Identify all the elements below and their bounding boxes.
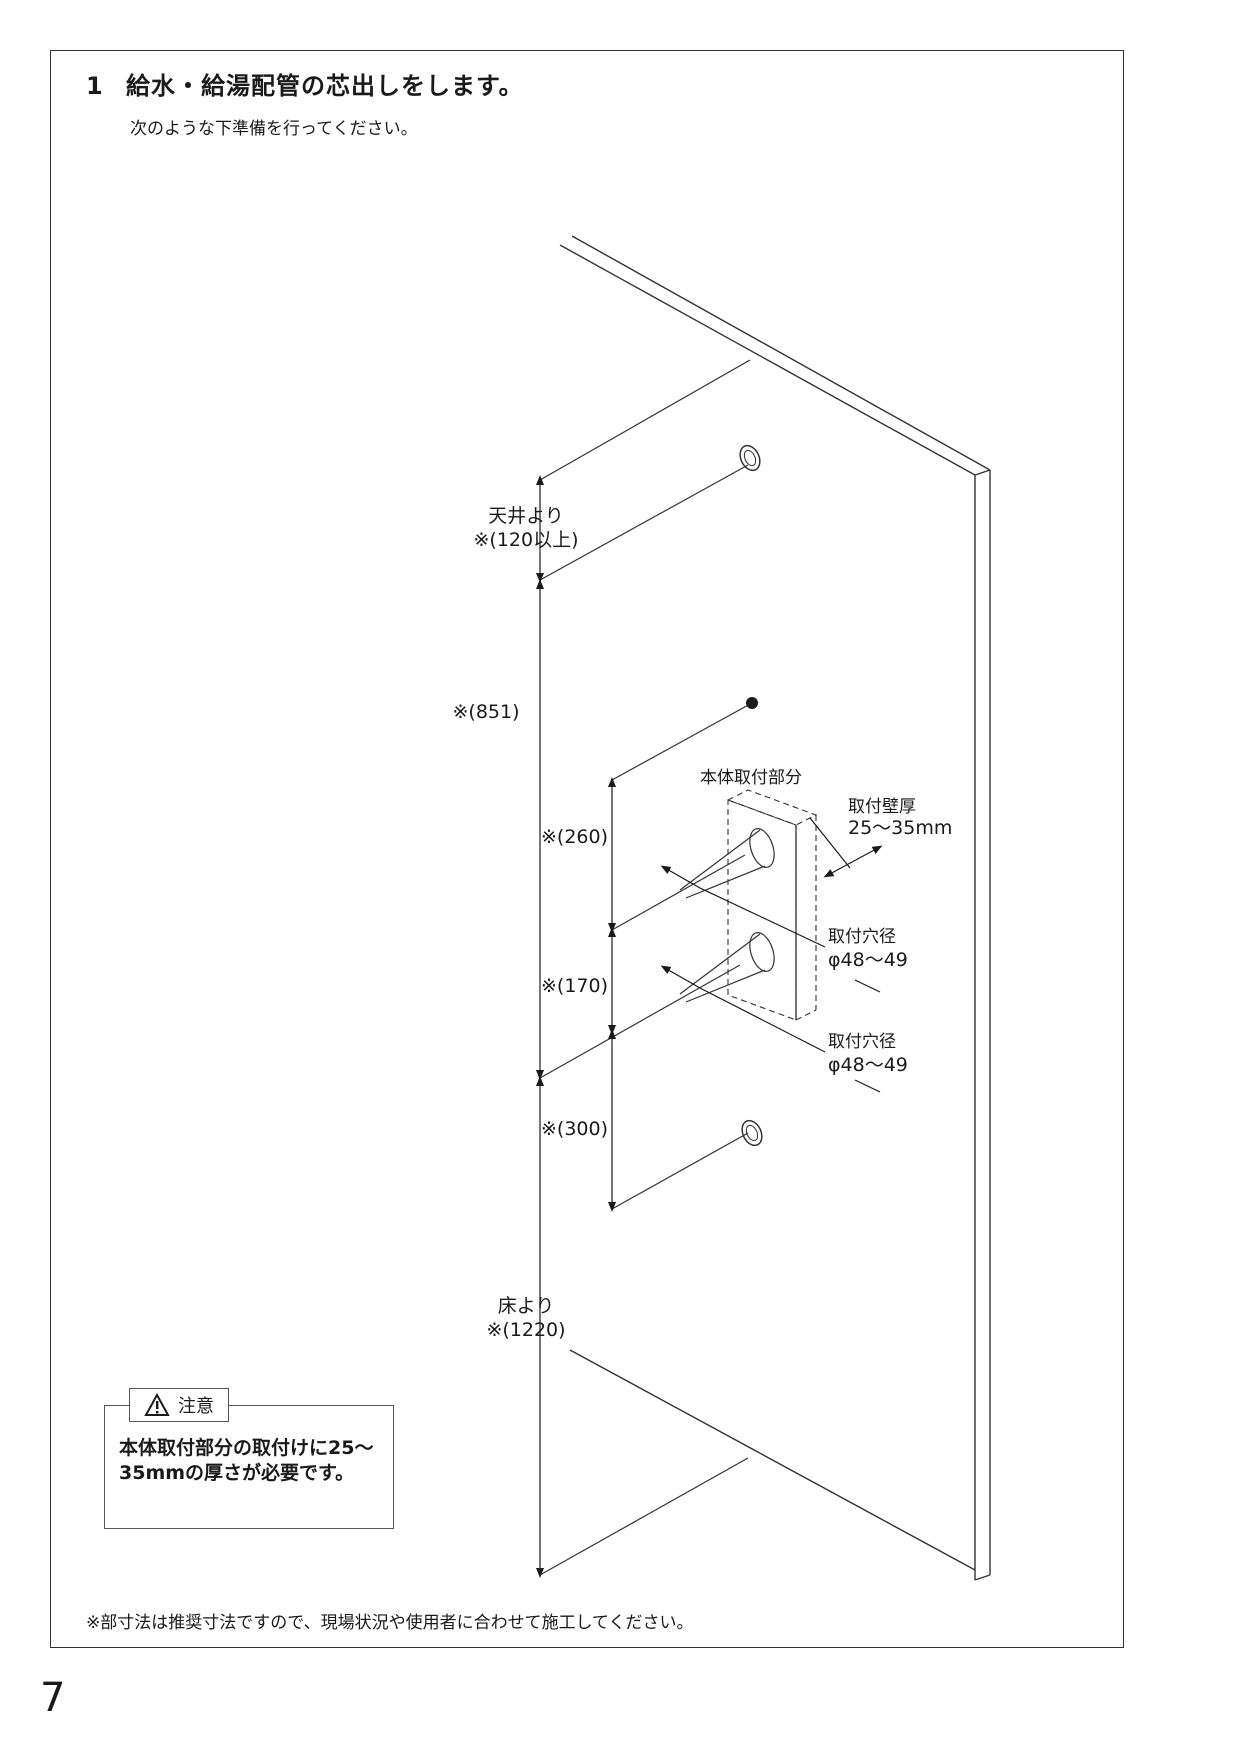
dim-851-label: ※(851): [452, 701, 519, 723]
caution-text: 本体取付部分の取付けに25〜35mmの厚さが必要です。: [119, 1437, 374, 1484]
leader-hole-2: [660, 965, 701, 989]
wall-thickness-value: 25〜35mm: [848, 817, 952, 839]
pipe-openings: [739, 444, 763, 1147]
page-number: 7: [40, 1675, 66, 1721]
mount-area-label: 本体取付部分: [700, 768, 802, 788]
ceiling-dim-label: ※(120以上): [473, 529, 578, 551]
step-title: 1 給水・給湯配管の芯出しをします。: [86, 66, 524, 101]
hole-value-1: φ48〜49: [828, 949, 908, 971]
supply-holes: [679, 828, 775, 1003]
dim-260-label: ※(260): [541, 826, 608, 848]
ceiling-label: 天井より: [488, 505, 564, 527]
hole-value-2: φ48〜49: [828, 1054, 908, 1076]
bottom-pipe-opening: [741, 1119, 763, 1147]
reference-point: [746, 697, 758, 709]
footnote: ※部寸法は推奨寸法ですので、現場状況や使用者に合わせて施工してください。: [86, 1613, 694, 1633]
caution-label: 注意: [178, 1396, 214, 1417]
wall-bottom-edge: [974, 1574, 991, 1581]
step-heading: 給水・給湯配管の芯出しをします。: [126, 72, 524, 100]
ceiling-line: [559, 244, 976, 476]
page-frame: [50, 50, 1124, 1648]
leader-hole-1: [660, 865, 701, 889]
step-number: 1: [86, 72, 104, 100]
caution-header: 注意: [129, 1388, 229, 1422]
dim-170-label: ※(170): [541, 975, 608, 997]
ceiling-line-inner: [571, 235, 991, 471]
dimension-lines: [536, 475, 883, 1578]
floor-dim-label: ※(1220): [486, 1319, 565, 1341]
hole-label-1: 取付穴径: [828, 927, 896, 947]
floor-label: 床より: [498, 1295, 555, 1317]
warning-triangle-icon: [144, 1393, 170, 1416]
mount-area-box: [726, 789, 818, 1021]
dim-wall-thickness: [823, 845, 883, 878]
callout-labels: 本体取付部分 取付壁厚 25〜35mm 取付穴径 φ48〜49 取付穴径 φ48…: [700, 768, 952, 1076]
wall-top-edge: [974, 469, 991, 476]
dimension-labels: 天井より ※(120以上) ※(851) ※(260) ※(170) ※(300…: [452, 505, 608, 1341]
caution-box: 注意 本体取付部分の取付けに25〜35mmの厚さが必要です。: [104, 1388, 394, 1529]
top-pipe-opening: [739, 444, 761, 472]
step-subtitle: 次のような下準備を行ってください。: [130, 119, 418, 139]
dim-300-label: ※(300): [541, 1118, 608, 1140]
hole-label-2: 取付穴径: [828, 1032, 896, 1052]
reference-lines: [539, 359, 753, 1576]
floor-line: [569, 1349, 976, 1571]
wall-thickness-label: 取付壁厚: [848, 797, 916, 817]
wall-panel: [559, 235, 991, 1581]
